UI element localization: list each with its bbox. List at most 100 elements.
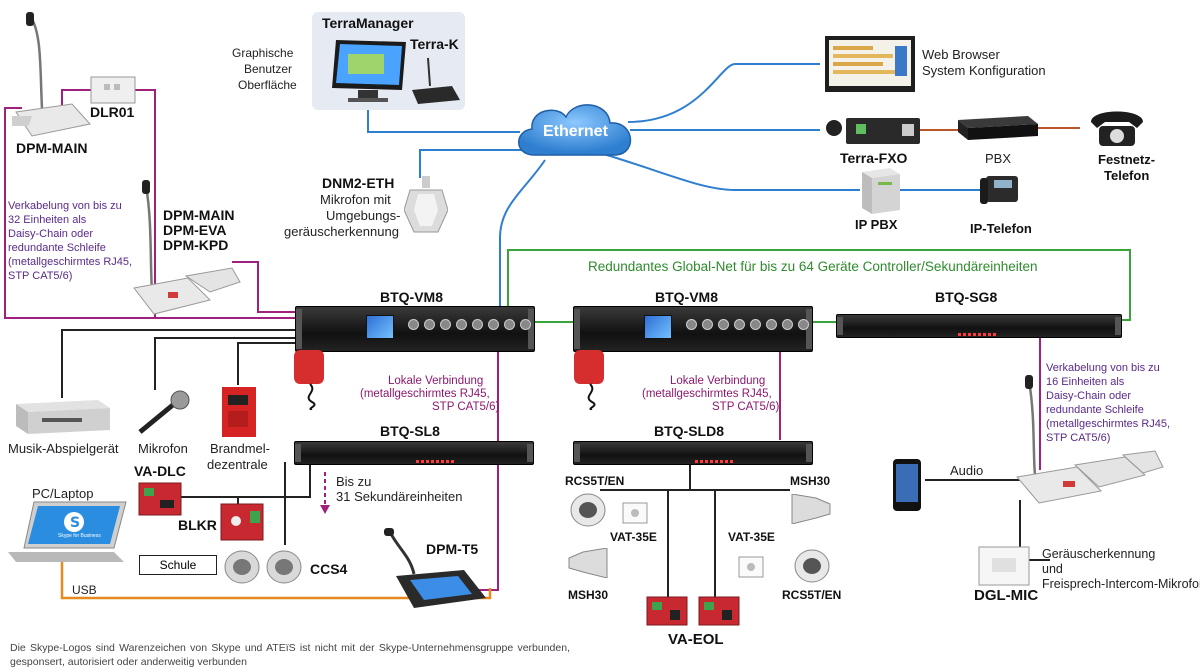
bis-zu-label-2: 31 Sekundäreinheiten xyxy=(336,489,463,504)
msh30-left-speaker xyxy=(568,548,608,578)
dgl-desc-2: und xyxy=(1042,562,1063,576)
dpm-right-console xyxy=(1016,375,1164,504)
dpm-kpd-link xyxy=(232,261,295,313)
musik-line xyxy=(61,329,295,398)
ip-phone-icon xyxy=(980,176,1018,204)
pbx-device xyxy=(958,116,1038,140)
brandmel-label-2: dezentrale xyxy=(207,457,268,472)
dpm-main-top-device xyxy=(12,12,91,137)
msh30-right-speaker xyxy=(791,494,831,524)
festnetz-phone-icon xyxy=(1091,111,1143,146)
lokale-1-line1: Lokale Verbindung xyxy=(388,375,484,387)
blkr-board xyxy=(220,503,264,541)
verkabelung-left-2: 32 Einheiten als xyxy=(8,214,87,226)
btq-vm8-1-label: BTQ-VM8 xyxy=(380,289,443,305)
terramanager-label: TerraManager xyxy=(322,15,414,31)
dgl-mic-label: DGL-MIC xyxy=(974,587,1039,604)
dnm2-label: DNM2-ETH xyxy=(322,175,395,191)
va-dlc-board xyxy=(138,482,182,516)
dnm2-desc-1: Mikrofon mit xyxy=(320,192,391,207)
verkabelung-right-4: redundante Schleife xyxy=(1046,404,1144,416)
va-eol-board-1 xyxy=(646,596,688,626)
ip-pbx-label: IP PBX xyxy=(855,217,898,232)
rcs5t-left-label: RCS5T/EN xyxy=(565,474,625,488)
sld8-tree xyxy=(600,462,790,600)
dpm-t5-label: DPM-T5 xyxy=(426,541,479,557)
lokale-2-line2: (metallgeschirmtes RJ45, xyxy=(642,388,772,400)
ccs4-speaker-1 xyxy=(224,550,260,584)
btq-vm8-1-device xyxy=(295,306,535,352)
eth-terramanager xyxy=(367,104,520,133)
verkabelung-right-3: Daisy-Chain oder xyxy=(1046,390,1131,402)
festnetz-label-1: Festnetz- xyxy=(1098,152,1156,167)
dpm-main-top-label: DPM-MAIN xyxy=(16,140,88,156)
rcs5t-right-label: RCS5T/EN xyxy=(782,588,842,602)
smartphone-device xyxy=(893,459,921,511)
rcs5t-left-speaker xyxy=(570,493,606,527)
vat35e-right-label: VAT-35E xyxy=(728,530,775,544)
lokale-1-line3: STP CAT5/6) xyxy=(432,401,500,413)
verkabelung-left-4: redundante Schleife xyxy=(8,242,106,254)
dgl-desc-1: Geräuscherkennung xyxy=(1042,547,1156,561)
ip-telefon-label: IP-Telefon xyxy=(970,221,1032,236)
global-net-label: Redundantes Global-Net für bis zu 64 Ger… xyxy=(588,259,1038,274)
blkr-label: BLKR xyxy=(178,517,217,533)
va-eol-board-2 xyxy=(698,596,740,626)
laptop-device: S xyxy=(8,501,127,562)
pbx-label: PBX xyxy=(985,151,1012,166)
verkabelung-right-5: (metallgeschirmtes RJ45, xyxy=(1046,418,1171,430)
btq-sg8-device xyxy=(836,314,1122,338)
mic-line xyxy=(154,337,295,390)
skype-logo-text: Skype for Business xyxy=(58,533,101,539)
rcs5t-right-speaker xyxy=(794,549,830,583)
va-dlc-label: VA-DLC xyxy=(134,463,186,479)
sl8-vadlc xyxy=(180,462,311,498)
schule-label: Schule xyxy=(159,558,197,572)
verkabelung-right-1: Verkabelung von bis zu xyxy=(1046,362,1160,374)
bis-zu-label-1: Bis zu xyxy=(336,474,372,489)
ccs4-speaker-2 xyxy=(266,550,302,584)
dnm2-sensor-icon xyxy=(404,176,448,233)
sekundaer-arrowhead xyxy=(320,505,330,514)
dpm-group-device xyxy=(133,180,241,315)
svg-text:S: S xyxy=(70,515,80,531)
mikrofon-device xyxy=(138,390,190,434)
ccs4-label: CCS4 xyxy=(310,561,348,577)
brandmelde-panel xyxy=(222,387,256,437)
btq-sld8-label: BTQ-SLD8 xyxy=(654,423,724,439)
ip-pbx-device xyxy=(862,168,900,214)
ethernet-label: Ethernet xyxy=(543,123,608,140)
verkabelung-right-6: STP CAT5/6) xyxy=(1046,432,1111,444)
musik-label: Musik-Abspielgerät xyxy=(8,441,119,456)
pc-laptop-label: PC/Laptop xyxy=(32,486,94,501)
vat35e-right-control xyxy=(738,556,764,578)
dpm-t5-console xyxy=(384,528,486,608)
dpm-group-label-1: DPM-MAIN xyxy=(163,207,235,223)
eth-ippbx xyxy=(589,149,860,191)
mikrofon-label: Mikrofon xyxy=(138,441,188,456)
dlr01-label: DLR01 xyxy=(90,104,135,120)
web-browser-label-2: System Konfiguration xyxy=(922,63,1046,78)
msh30-left-label: MSH30 xyxy=(568,588,609,602)
usb-label: USB xyxy=(72,583,97,597)
schule-box: Schule xyxy=(139,555,217,575)
festnetz-label-2: Telefon xyxy=(1104,168,1150,183)
eth-webbrowser xyxy=(627,63,820,123)
verkabelung-left-3: Daisy-Chain oder xyxy=(8,228,93,240)
musik-player-device xyxy=(16,400,110,434)
btq-sld8-device xyxy=(573,441,813,465)
gui-label-2: Benutzer xyxy=(244,62,293,76)
vat35e-left-control xyxy=(622,502,648,524)
verkabelung-left-1: Verkabelung von bis zu xyxy=(8,200,122,212)
terramanager-monitor xyxy=(332,40,406,102)
gui-label-1: Graphische xyxy=(232,46,294,60)
terra-k-console xyxy=(412,57,460,104)
global-net-line xyxy=(507,249,1131,321)
terra-fxo-device xyxy=(826,118,920,144)
dpm-group-label-3: DPM-KPD xyxy=(163,237,229,253)
btq-sl8-device xyxy=(294,441,534,465)
vat35e-left-label: VAT-35E xyxy=(610,530,657,544)
terra-k-label: Terra-K xyxy=(410,36,459,52)
